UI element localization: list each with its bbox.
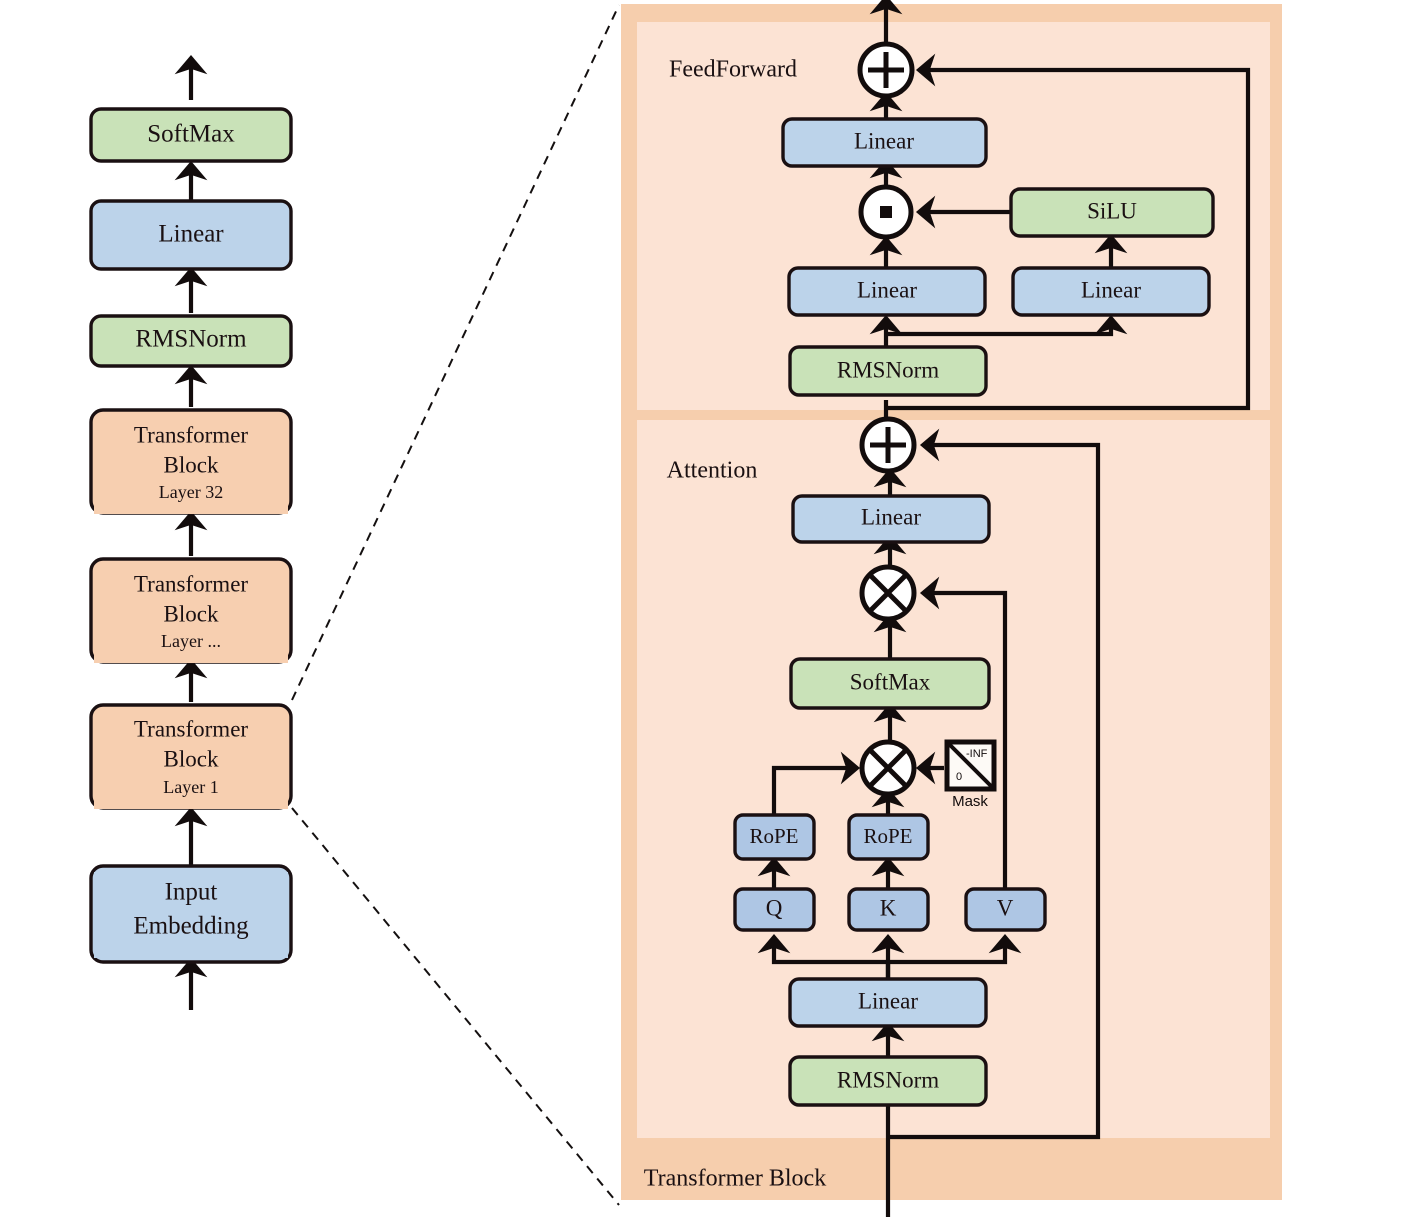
attention-matmul-av-symbol <box>859 564 917 622</box>
node-label: V <box>997 895 1014 920</box>
feedforward-linear-gate[interactable]: Linear <box>787 266 987 317</box>
layer-dots-sublabel: Layer ... <box>161 631 221 651</box>
svg-text:Block: Block <box>164 452 219 477</box>
node-label: Q <box>766 895 783 920</box>
node-label: RMSNorm <box>837 357 939 382</box>
attention-section-label: Attention <box>667 458 758 484</box>
mask-low-value: 0 <box>956 771 962 783</box>
feedforward-residual-add-symbol <box>857 41 915 99</box>
svg-text:Block: Block <box>164 601 219 626</box>
attention-k[interactable]: K <box>847 887 930 932</box>
left-node-label: SoftMax <box>147 121 235 148</box>
svg-text:Transformer: Transformer <box>134 422 248 447</box>
zoom-connector-lines <box>291 4 620 1206</box>
svg-text:Input: Input <box>165 879 218 906</box>
left-node-label: Linear <box>158 221 224 248</box>
svg-text:Transformer: Transformer <box>134 571 248 596</box>
mask-high-value: -INF <box>966 748 988 760</box>
node-label: K <box>880 895 897 920</box>
mask-label: Mask <box>952 793 988 810</box>
attention-linear-qkv[interactable]: Linear <box>788 977 988 1028</box>
left-node-linear-top[interactable]: Linear <box>89 199 293 271</box>
node-label: Linear <box>857 277 917 302</box>
attention-rmsnorm[interactable]: RMSNorm <box>788 1055 988 1107</box>
attention-linear-out[interactable]: Linear <box>791 494 991 544</box>
left-node-label: RMSNorm <box>135 326 247 353</box>
left-node-rmsnorm-top[interactable]: RMSNorm <box>89 314 293 368</box>
attention-residual-add-symbol <box>859 416 917 474</box>
attention-rope-k[interactable]: RoPE <box>847 813 930 861</box>
feedforward-linear-up[interactable]: Linear <box>1011 266 1211 317</box>
attention-softmax[interactable]: SoftMax <box>789 657 991 710</box>
feedforward-silu[interactable]: SiLU <box>1009 187 1215 238</box>
node-label: Linear <box>858 988 918 1013</box>
svg-text:Embedding: Embedding <box>133 913 249 940</box>
node-label: SoftMax <box>850 669 931 694</box>
node-label: Linear <box>1081 277 1141 302</box>
attention-v[interactable]: V <box>964 887 1047 932</box>
left-stack-label-overlays: Transformer Block Layer 32 Transformer B… <box>94 418 288 958</box>
node-label: RoPE <box>863 824 912 848</box>
attention-q[interactable]: Q <box>733 887 816 932</box>
transformer-block-panel-label: Transformer Block <box>644 1166 826 1192</box>
causal-mask-icon: 0 -INF Mask <box>944 739 997 810</box>
svg-text:Transformer: Transformer <box>134 716 248 741</box>
svg-text:Block: Block <box>164 746 219 771</box>
left-node-softmax-top[interactable]: SoftMax <box>89 107 293 163</box>
feedforward-rmsnorm[interactable]: RMSNorm <box>788 345 988 397</box>
feedforward-section-label: FeedForward <box>669 57 797 83</box>
attention-matmul-qk-symbol <box>859 739 917 797</box>
feedforward-linear-out[interactable]: Linear <box>781 117 988 168</box>
layer-32-sublabel: Layer 32 <box>159 482 223 502</box>
node-label: Linear <box>854 128 914 153</box>
attention-wiring <box>757 428 1101 1217</box>
layer-1-sublabel: Layer 1 <box>163 777 218 797</box>
feedforward-wiring <box>869 0 1251 420</box>
node-label: Linear <box>861 504 921 529</box>
node-label: RoPE <box>749 824 798 848</box>
node-label: RMSNorm <box>837 1067 939 1092</box>
node-label: SiLU <box>1087 198 1137 223</box>
feedforward-elementwise-multiply-symbol <box>858 184 914 240</box>
attention-rope-q[interactable]: RoPE <box>733 813 816 861</box>
